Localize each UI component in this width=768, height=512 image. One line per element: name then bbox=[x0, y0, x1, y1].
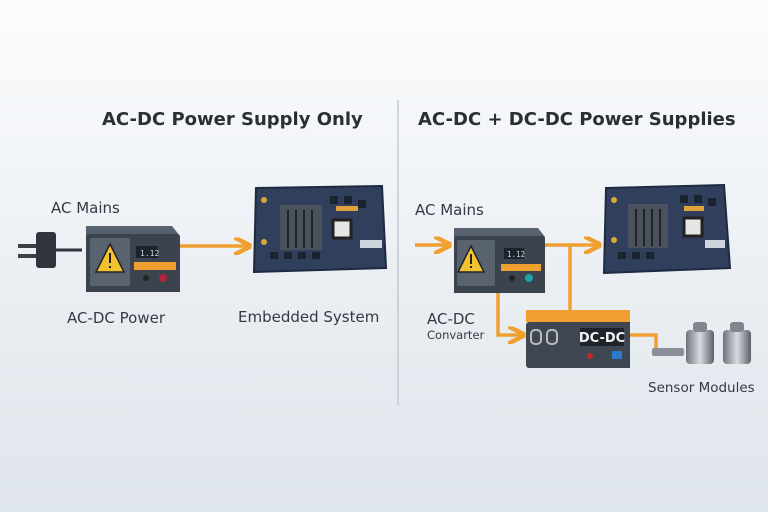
right-title: AC-DC + DC-DC Power Supplies bbox=[418, 109, 736, 130]
warning-icon bbox=[456, 244, 486, 273]
warning-icon bbox=[94, 242, 126, 273]
embedded-system-label: Embedded System bbox=[238, 308, 380, 326]
ac-dc-power-supply-left: 1.12 bbox=[86, 226, 180, 292]
dc-dc-converter: DC-DC bbox=[526, 310, 630, 368]
ac-dc-converter-right: 1.12 bbox=[454, 228, 545, 293]
psu-display: 1.12 bbox=[507, 250, 525, 259]
dcdc-label: DC-DC bbox=[579, 331, 625, 346]
converter-label-line1: AC-DC bbox=[427, 310, 475, 328]
converter-label-line2: Convarter bbox=[427, 328, 485, 342]
power-flow-lines bbox=[496, 245, 658, 352]
sensor-modules-label: Sensor Modules bbox=[648, 380, 755, 396]
left-power-label: AC-DC Power bbox=[67, 309, 166, 327]
circuit-board-icon bbox=[252, 184, 388, 274]
sensor-icon bbox=[723, 322, 751, 364]
psu-display: 1.12 bbox=[140, 249, 159, 258]
right-ac-mains-label: AC Mains bbox=[415, 201, 484, 219]
left-title: AC-DC Power Supply Only bbox=[102, 109, 363, 130]
plug-icon bbox=[18, 232, 82, 268]
sensor-icon bbox=[686, 322, 714, 364]
left-ac-mains-label: AC Mains bbox=[51, 199, 120, 217]
sensor-cable-connector bbox=[652, 348, 684, 356]
circuit-board-icon bbox=[602, 183, 732, 275]
